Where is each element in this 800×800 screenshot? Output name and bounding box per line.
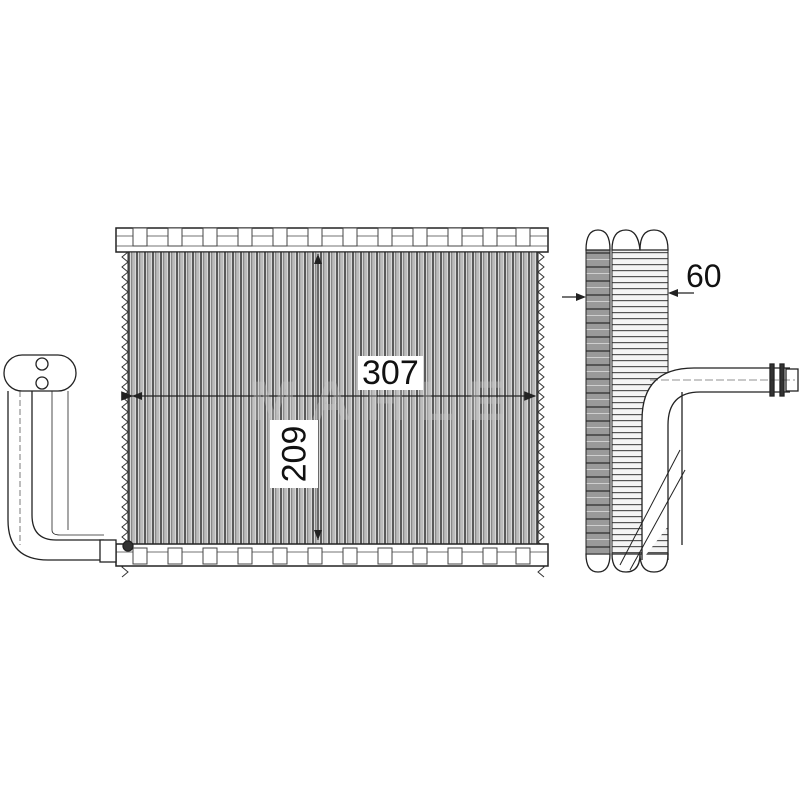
width-dimension-label: 307 xyxy=(358,356,423,390)
bottom-header-tank xyxy=(115,543,549,567)
height-dimension-text: 209 xyxy=(275,425,314,483)
pipe-assembly xyxy=(3,354,134,563)
height-dimension-label: 209 xyxy=(270,420,318,488)
side-view xyxy=(562,229,799,573)
right-serrated-edge xyxy=(537,251,545,578)
top-header-tank xyxy=(115,227,549,253)
left-serrated-edge xyxy=(121,251,129,578)
side-pipe xyxy=(619,363,799,571)
side-core-dark xyxy=(585,249,611,555)
depth-dimension-label: 60 xyxy=(686,258,722,294)
